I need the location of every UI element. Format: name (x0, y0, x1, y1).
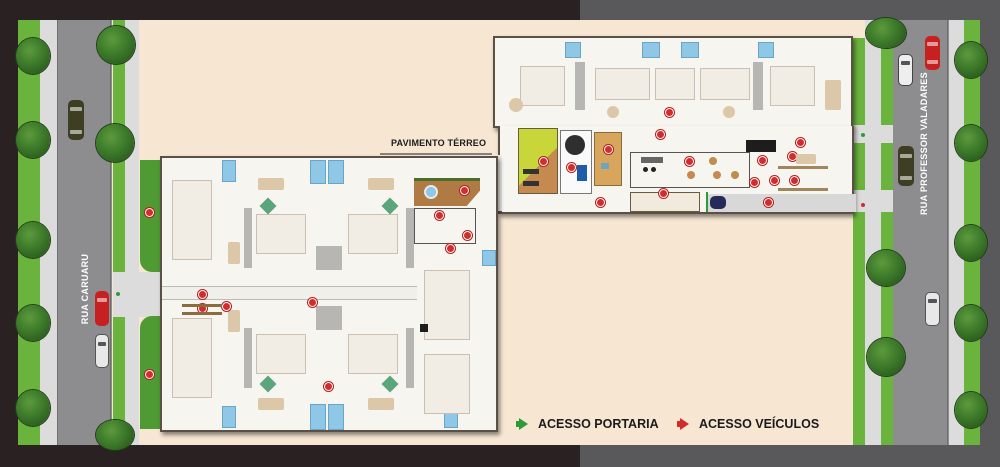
apartment-wing-main (160, 156, 498, 432)
marker[interactable] (324, 382, 333, 391)
car-icon (68, 100, 84, 140)
marker[interactable] (750, 178, 759, 187)
left-entry-walkway (113, 272, 163, 317)
reception (630, 189, 700, 212)
tree-icon (955, 125, 987, 161)
playroom (560, 130, 592, 194)
pool (310, 404, 326, 430)
spa-deck (414, 178, 480, 206)
marker[interactable] (685, 157, 694, 166)
car-icon (925, 36, 940, 70)
tree-icon (867, 250, 905, 286)
street-name-left: RUA CARUARU (80, 253, 90, 325)
marker[interactable] (659, 189, 668, 198)
pool (565, 42, 581, 58)
pool (222, 160, 236, 182)
car-icon (95, 334, 109, 368)
elevator-core (316, 306, 342, 330)
street-name-right: RUA PROFESSOR VALADARES (919, 72, 929, 215)
pool (310, 160, 326, 184)
marker[interactable] (665, 108, 674, 117)
tree-icon (955, 42, 987, 78)
legend-veiculos: ACESSO VEÍCULOS (699, 417, 820, 431)
left-sidewalk-inner (125, 20, 139, 445)
marker[interactable] (567, 163, 576, 172)
amenity-wing (498, 126, 856, 214)
portaria-access-marker (116, 292, 120, 296)
marker[interactable] (435, 211, 444, 220)
restrooms (414, 208, 476, 244)
right-sidewalk-inner (865, 20, 881, 445)
marker[interactable] (764, 198, 773, 207)
marker[interactable] (145, 370, 154, 379)
marker[interactable] (596, 198, 605, 207)
tree-icon (955, 305, 987, 341)
tree-icon (16, 222, 50, 258)
tree-icon (16, 305, 50, 341)
pool (222, 406, 236, 428)
marker[interactable] (198, 290, 207, 299)
right-road (893, 20, 949, 445)
central-corridor (162, 286, 417, 300)
vehicle-access-marker (861, 203, 865, 207)
marker[interactable] (463, 231, 472, 240)
car-icon (898, 146, 914, 186)
right-vehicle-crossing (853, 190, 893, 212)
tree-icon (16, 122, 50, 158)
arrow-right-icon (519, 418, 528, 430)
tree-icon (96, 420, 134, 450)
right-grass-strip-mid (881, 38, 893, 445)
arrow-right-icon (680, 418, 689, 430)
right-pedestrian-crossing (853, 125, 893, 143)
car-icon (898, 54, 913, 86)
marker[interactable] (770, 176, 779, 185)
fitness-area (518, 128, 558, 194)
car-icon (925, 292, 940, 326)
kitchen-counter (746, 140, 776, 152)
left-road (57, 20, 112, 445)
kids-room (594, 132, 622, 186)
apartment-wing-upper (493, 36, 853, 128)
marker[interactable] (222, 302, 231, 311)
pool (328, 404, 344, 430)
right-grass-strip-inner (853, 38, 865, 445)
pool (482, 250, 496, 266)
pool (681, 42, 699, 58)
marker[interactable] (758, 156, 767, 165)
left-grass-strip-inner (113, 20, 125, 445)
marker[interactable] (145, 208, 154, 217)
marker[interactable] (539, 157, 548, 166)
tree-icon (866, 18, 906, 48)
marker[interactable] (604, 145, 613, 154)
portaria-access-marker (861, 133, 865, 137)
elevator-core (316, 246, 342, 270)
hot-tub (424, 185, 438, 199)
pool (642, 42, 660, 58)
car-icon (710, 196, 726, 209)
marker[interactable] (446, 244, 455, 253)
marker[interactable] (790, 176, 799, 185)
tree-icon (955, 225, 987, 261)
vehicle-access-driveway (708, 194, 856, 212)
tree-icon (97, 26, 135, 64)
tree-icon (955, 392, 987, 428)
party-hall (630, 152, 750, 188)
tree-icon (16, 390, 50, 426)
pool (758, 42, 774, 58)
marker[interactable] (308, 298, 317, 307)
tree-icon (867, 338, 905, 376)
marker[interactable] (656, 130, 665, 139)
title-underline (380, 153, 492, 155)
pool (328, 160, 344, 184)
marker[interactable] (796, 138, 805, 147)
tree-icon (96, 124, 134, 162)
legend-portaria: ACESSO PORTARIA (538, 417, 659, 431)
car-icon (95, 291, 109, 326)
tree-icon (16, 38, 50, 74)
marker[interactable] (460, 186, 469, 195)
floor-title: PAVIMENTO TÉRREO (391, 138, 487, 148)
